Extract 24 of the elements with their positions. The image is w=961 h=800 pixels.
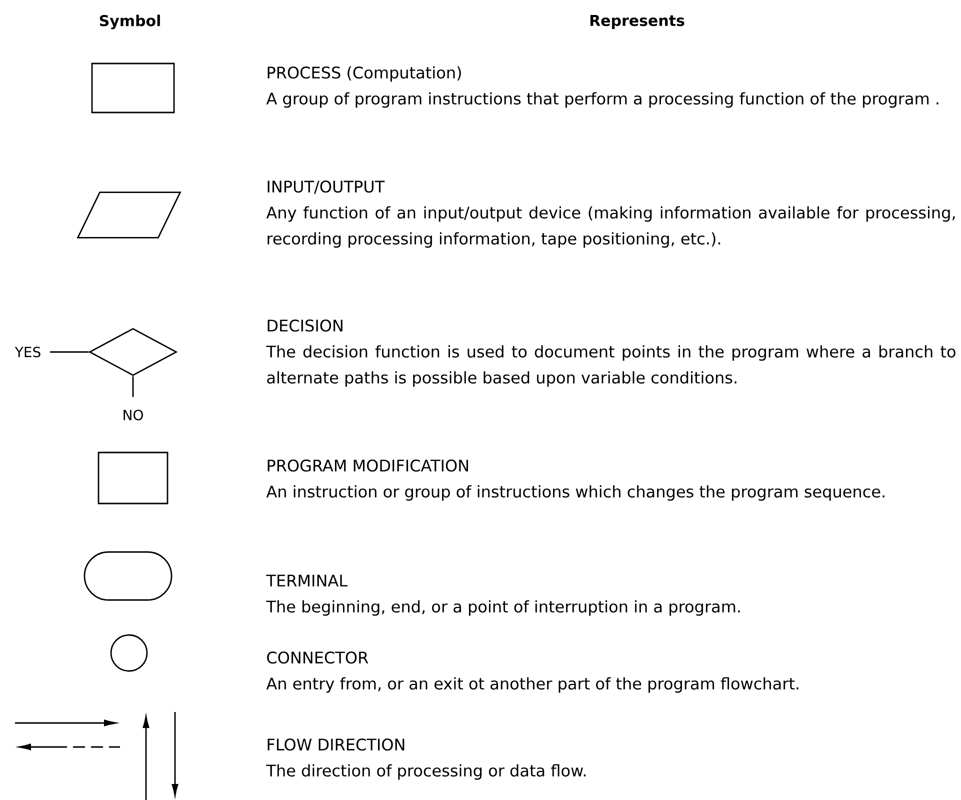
symbol-description: The beginning, end, or a point of interruption in a program.: [266, 600, 740, 616]
symbol-name: PROGRAM MODIFICATION: [268, 460, 468, 472]
connector-circle: [110, 634, 148, 672]
symbol-name: INPUT/OUTPUT: [268, 180, 385, 194]
symbol-description: An instruction or group of instructions which changes the program sequence.: [266, 485, 884, 501]
symbol-name: PROCESS (Computation): [268, 66, 461, 82]
branch-label: YES: [14, 346, 40, 358]
branch-line: [132, 376, 134, 397]
symbol-name: DECISION: [268, 320, 342, 332]
symbol-name: FLOW DIRECTION: [268, 738, 404, 751]
symbol-description: The direction of processing or data flow.: [266, 764, 586, 780]
column-header: Represents: [590, 14, 684, 30]
symbol-description: The decision function is used to document points in the program where a branch to alternate paths is possible based upon variable conditions.: [266, 345, 956, 387]
process-box: [91, 62, 175, 114]
symbol-description: A group of program instructions that perform a processing function of the program .: [266, 92, 938, 108]
process-box: [98, 452, 168, 504]
branch-line: [50, 351, 89, 353]
column-header: Symbol: [100, 14, 160, 30]
symbol-name: TERMINAL: [266, 574, 348, 586]
symbol-description: Any function of an input/output device (making information available for processing, recording processing information, tape positioning, etc.).: [266, 206, 955, 248]
symbol-name: CONNECTOR: [267, 652, 368, 664]
flow-arrows-drawing: [15, 712, 178, 800]
branch-label: NO: [124, 410, 143, 420]
symbol-description: An entry from, or an exit ot another part of the program flowchart.: [266, 677, 798, 693]
